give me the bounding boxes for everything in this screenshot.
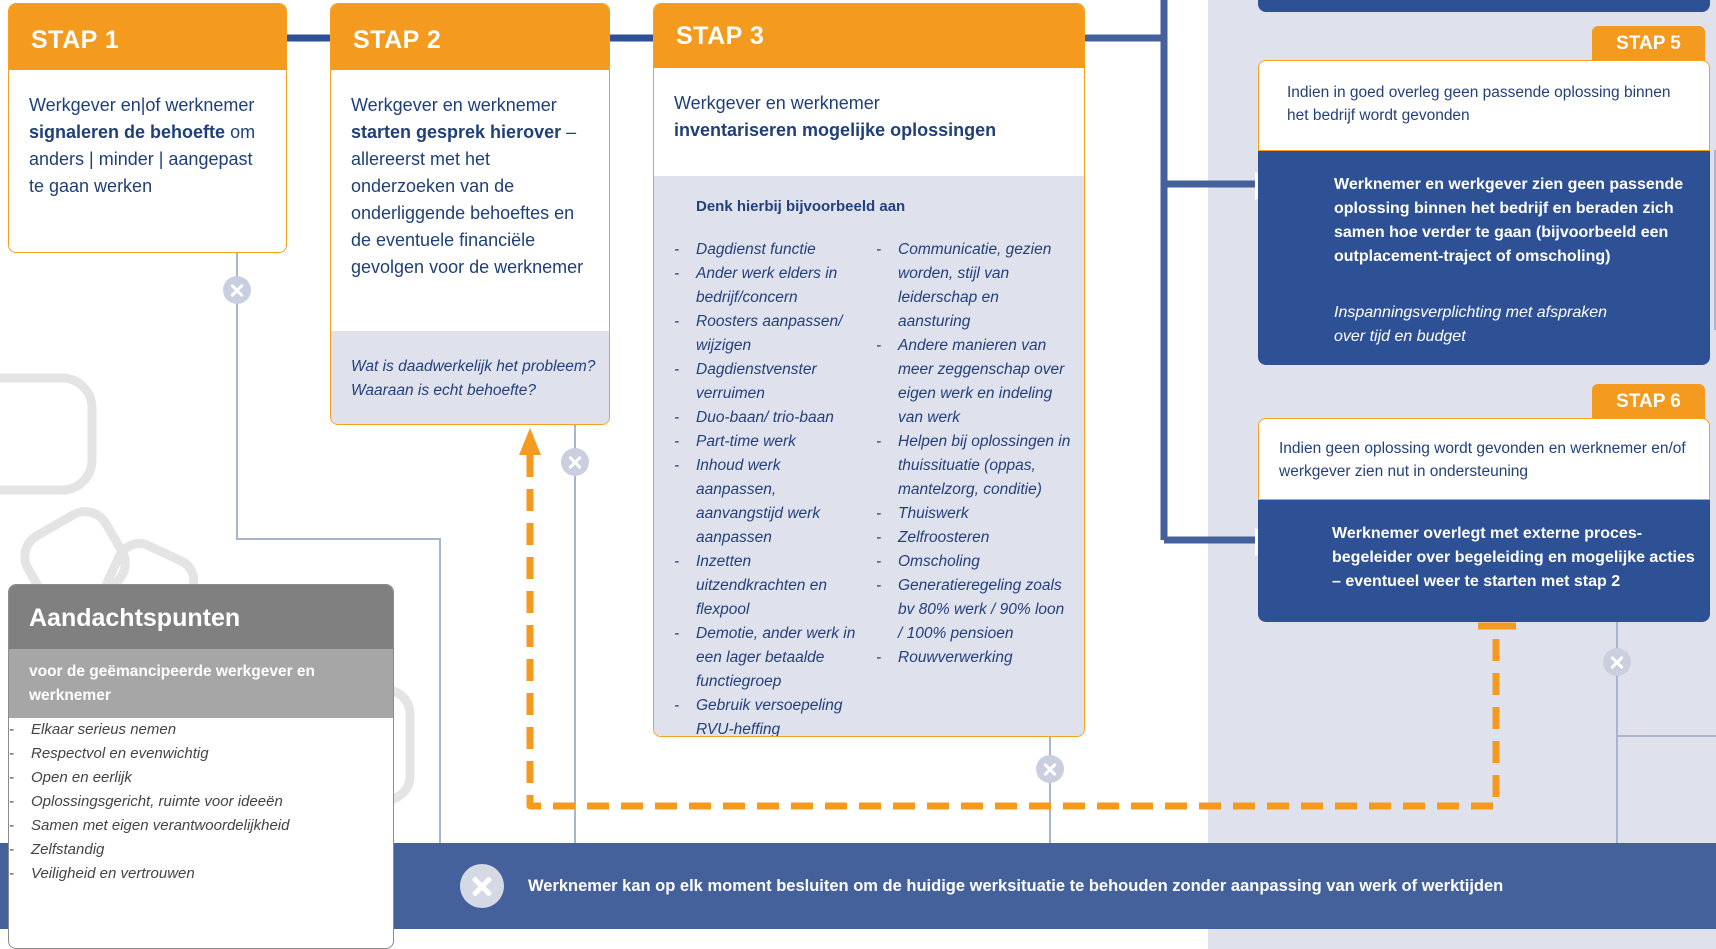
step-3-title: STAP 3 [654, 4, 1084, 68]
list-item: Inzetten uitzendkrachten en flexpool [674, 550, 860, 622]
step-5-action: Werknemer en werkgever zien geen passend… [1334, 176, 1684, 265]
list-item: Inhoud werk aanpassen, aanvangstijd werk… [674, 454, 860, 550]
list-item: Rouwverwerking [876, 646, 1072, 670]
list-item: Helpen bij oplossingen in thuissituatie … [876, 430, 1072, 502]
footer-text: Werknemer kan op elk moment besluiten om… [528, 877, 1504, 895]
step-2-text: Werkgever en werknemer starten gesprek h… [331, 70, 609, 281]
list-item: Gebruik versoepeling RVU-heffing [674, 694, 860, 736]
previous-step-box [1258, 0, 1710, 12]
step-6-action: Werknemer overlegt met externe proces-be… [1332, 525, 1695, 590]
step-6-action-box: Werknemer overlegt met externe proces-be… [1258, 500, 1710, 622]
list-item: Part-time werk [674, 430, 860, 454]
aandachtspunten-subtitle: voor de geëmancipeerde werkgever en werk… [9, 649, 393, 718]
list-item: Demotie, ander werk in een lager betaald… [674, 622, 860, 694]
list-item: Zelfstandig [9, 838, 393, 862]
step-2-card: STAP 2 Werkgever en werknemer starten ge… [330, 3, 610, 425]
step-5-badge: STAP 5 [1592, 26, 1705, 62]
options-column-1: Dagdienst functieAnder werk elders in be… [674, 238, 860, 736]
step-1-text-bold: signaleren de behoefte [29, 122, 226, 142]
step-3-text: Werkgever en werknemer inventariseren mog… [654, 68, 1084, 144]
list-item: Thuiswerk [876, 502, 1072, 526]
step-2-title: STAP 2 [331, 4, 609, 70]
step-5-action-box: Werknemer en werkgever zien geen passend… [1258, 151, 1710, 365]
list-item: Generatieregeling zoals bv 80% werk / 90… [876, 574, 1072, 646]
step-6-badge: STAP 6 [1592, 384, 1705, 420]
stop-icon [1036, 755, 1064, 783]
step-5-condition: Indien in goed overleg geen passende opl… [1258, 60, 1710, 151]
step-6-condition: Indien geen oplossing wordt gevonden en … [1258, 418, 1710, 500]
list-item: Omscholing [876, 550, 1072, 574]
step-3-text-a: Werkgever en werknemer [674, 93, 880, 113]
step-2-text-a: Werkgever en werknemer [351, 95, 557, 115]
step-5-note: Inspanningsverplichting met afspraken ov… [1334, 304, 1608, 345]
list-item: Dagdienstvenster verruimen [674, 358, 860, 406]
step-1-title: STAP 1 [9, 4, 286, 70]
step-1-card: STAP 1 Werkgever en|of werknemer signale… [8, 3, 287, 253]
step-3-card: STAP 3 Werkgever en werknemer inventarise… [653, 3, 1085, 737]
list-item: Roosters aanpassen/ wijzigen [674, 310, 860, 358]
list-item: Zelfroosteren [876, 526, 1072, 550]
list-item: Dagdienst functie [674, 238, 860, 262]
list-item: Communicatie, gezien worden, stijl van l… [876, 238, 1072, 334]
step-2-text-c: – allereerst met het onderzoeken van de … [351, 122, 584, 277]
stop-icon [223, 276, 251, 304]
list-item: Duo-baan/ trio-baan [674, 406, 860, 430]
step-2-question-box: Wat is daadwerkelijk het probleem? Waara… [331, 331, 609, 424]
step-2-question-1: Wat is daadwerkelijk het probleem? [351, 358, 596, 375]
list-item: Open en eerlijk [9, 766, 393, 790]
list-item: Respectvol en evenwichtig [9, 742, 393, 766]
step-3-denk-heading: Denk hierbij bijvoorbeeld aan [696, 198, 906, 215]
stop-icon-large [460, 864, 504, 908]
aandachtspunten-list: Elkaar serieus nemenRespectvol en evenwi… [9, 718, 393, 886]
aandachtspunten-title: Aandachtspunten [9, 585, 393, 649]
step-2-question-2: Waaraan is echt behoefte? [351, 382, 536, 399]
list-item: Andere manieren van meer zeggenschap ove… [876, 334, 1072, 430]
step-2-text-bold: starten gesprek hierover [351, 122, 562, 142]
list-item: Oplossingsgericht, ruimte voor ideeën [9, 790, 393, 814]
list-item: Elkaar serieus nemen [9, 718, 393, 742]
step-1-text-c: om anders | minder | aangepast te gaan w… [29, 122, 256, 196]
step-1-text: Werkgever en|of werknemer signaleren de … [9, 70, 286, 200]
step-3-options-box: Denk hierbij bijvoorbeeld aan Dagdienst … [654, 176, 1084, 736]
list-item: Veiligheid en vertrouwen [9, 862, 393, 886]
options-column-2: Communicatie, gezien worden, stijl van l… [876, 238, 1072, 670]
aandachtspunten-card: Aandachtspunten voor de geëmancipeerde w… [8, 584, 394, 949]
step-3-text-bold: inventariseren mogelijke oplossingen [674, 120, 997, 140]
stop-icon [561, 448, 589, 476]
list-item: Ander werk elders in bedrijf/concern [674, 262, 860, 310]
list-item: Samen met eigen verantwoordelijkheid [9, 814, 393, 838]
stop-icon [1603, 648, 1631, 676]
step-1-text-a: Werkgever en|of werknemer [29, 95, 255, 115]
